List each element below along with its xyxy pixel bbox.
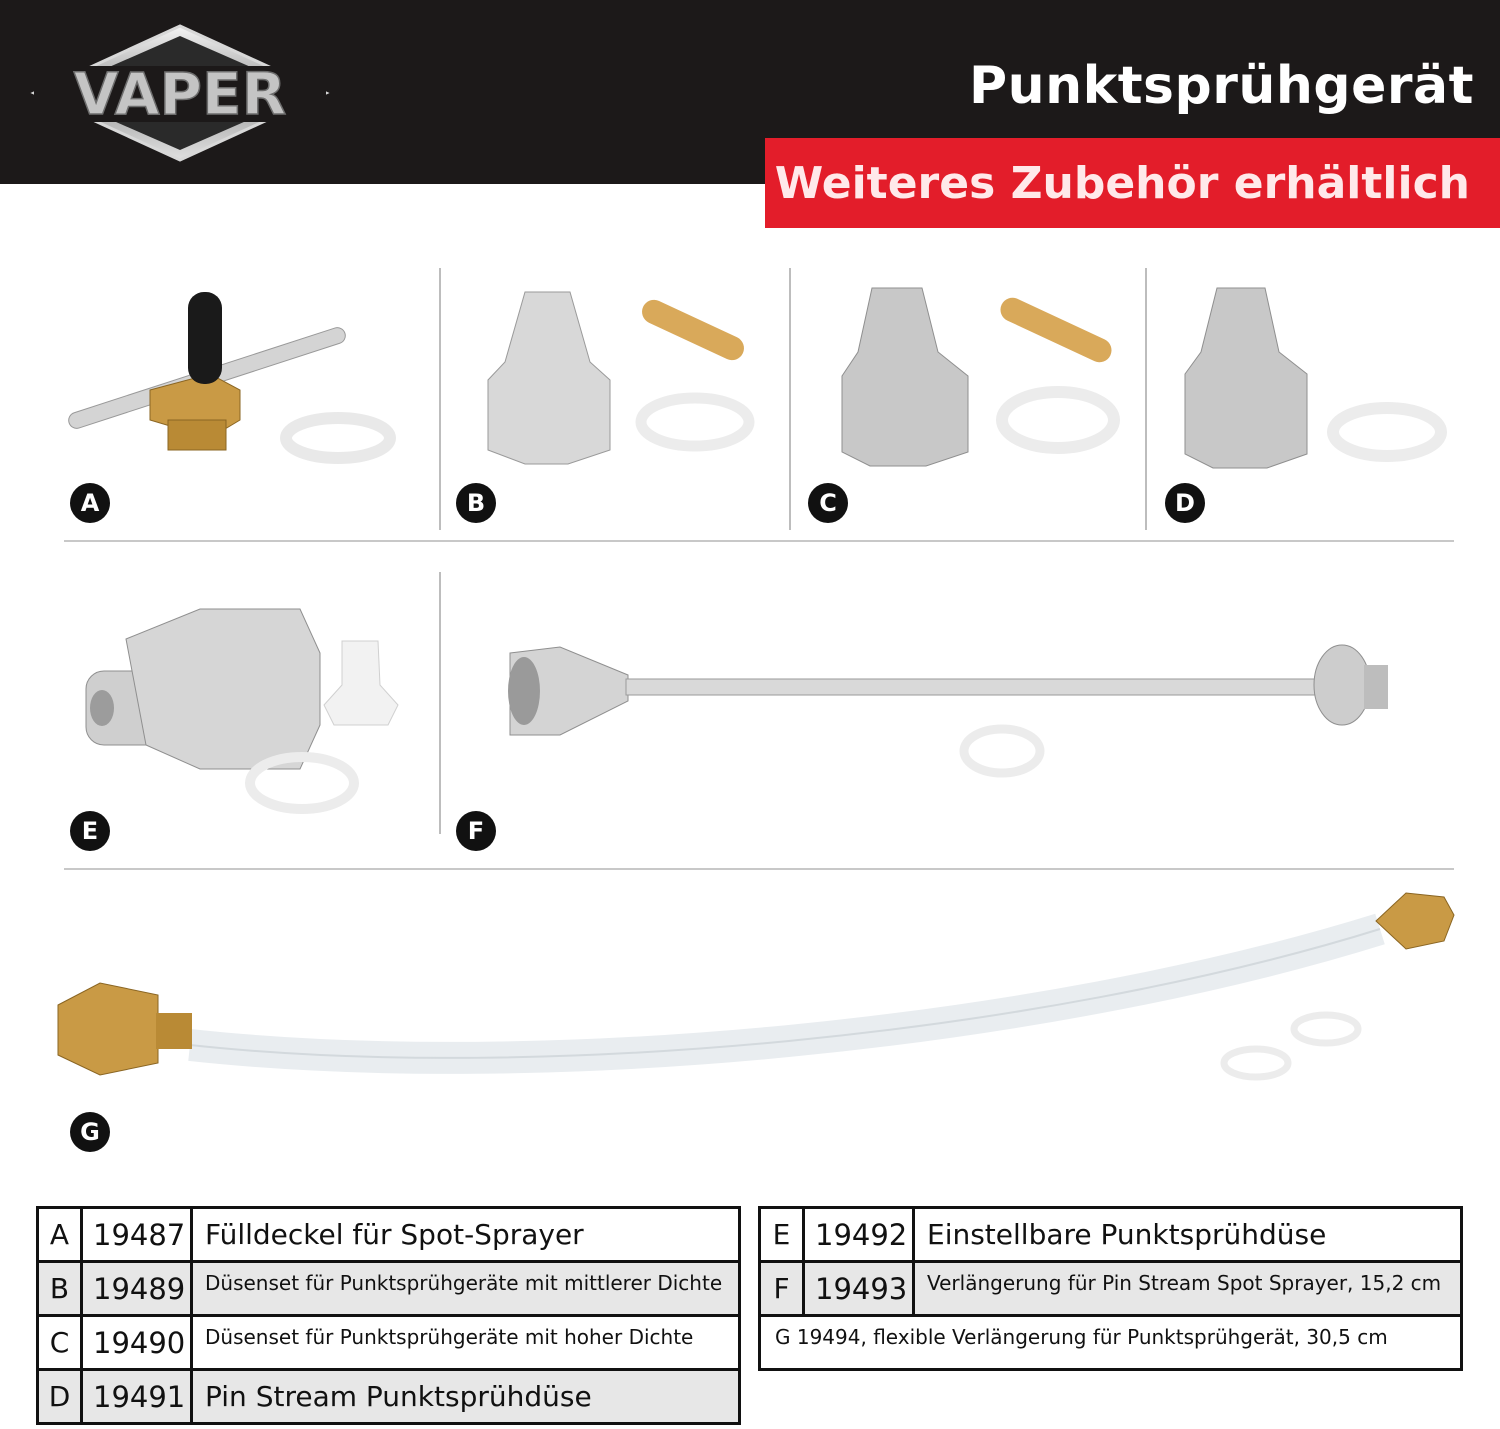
row-number: 19489 [80,1260,193,1317]
table-row: C 19490 Düsenset für Punktsprühgeräte mi… [36,1314,741,1371]
row-description: G 19494, flexible Verlängerung für Punkt… [758,1314,1463,1371]
item-badge: E [70,811,110,851]
item-badge: G [70,1112,110,1152]
product-item-b: B [450,270,780,530]
row-description: Verlängerung für Pin Stream Spot Sprayer… [912,1260,1463,1317]
row-letter: C [36,1314,83,1371]
item-badge: D [1165,483,1205,523]
header-bar: VAPER Punktsprühgerät [0,0,1500,184]
table-row: E 19492 Einstellbare Punktsprühdüse [758,1206,1463,1263]
product-item-f: F [450,575,1460,855]
item-badge: F [456,811,496,851]
table-row: B 19489 Düsenset für Punktsprühgeräte mi… [36,1260,741,1317]
extension-rod-icon [508,644,1388,778]
svg-text:VAPER: VAPER [74,60,287,128]
nozzle-set-medium-icon [487,291,755,465]
row-number: 19487 [80,1206,193,1263]
row-letter: D [36,1368,83,1425]
divider [64,540,1454,542]
row-letter: A [36,1206,83,1263]
flexible-hose-icon [57,892,1455,1081]
item-badge: B [456,483,496,523]
row-number: 19492 [802,1206,915,1263]
accessory-banner-text: Weiteres Zubehör erhältlich [774,158,1470,209]
product-item-g: G [40,885,1470,1155]
item-badge: C [808,483,848,523]
table-row: A 19487 Fülldeckel für Spot-Sprayer [36,1206,741,1263]
vaper-logo-icon: VAPER [30,24,330,162]
nozzle-set-high-icon [841,287,1120,467]
row-description: Düsenset für Punktsprühgeräte mit mittle… [190,1260,741,1317]
row-number: 19490 [80,1314,193,1371]
table-row: G 19494, flexible Verlängerung für Punkt… [758,1314,1463,1371]
table-row: F 19493 Verlängerung für Pin Stream Spot… [758,1260,1463,1317]
product-title: Punktsprühgerät [968,56,1474,116]
divider [439,572,441,834]
divider [1145,268,1147,530]
product-item-e: E [50,575,430,855]
table-row: D 19491 Pin Stream Punktsprühdüse [36,1368,741,1425]
parts-table-right: E 19492 Einstellbare Punktsprühdüse F 19… [758,1206,1463,1371]
row-description: Einstellbare Punktsprühdüse [912,1206,1463,1263]
item-badge: A [70,483,110,523]
pin-stream-nozzle-icon [1184,287,1447,469]
row-description: Düsenset für Punktsprühgeräte mit hoher … [190,1314,741,1371]
adjustable-nozzle-icon [85,608,399,814]
product-item-d: D [1155,270,1465,530]
product-item-c: C [800,270,1140,530]
fill-cap-icon [68,292,396,464]
parts-table-left: A 19487 Fülldeckel für Spot-Sprayer B 19… [36,1206,741,1425]
row-description: Pin Stream Punktsprühdüse [190,1368,741,1425]
product-item-a: A [50,270,430,530]
row-letter: E [758,1206,805,1263]
divider [439,268,441,530]
divider [64,868,1454,870]
row-letter: F [758,1260,805,1317]
row-description: Fülldeckel für Spot-Sprayer [190,1206,741,1263]
row-number: 19493 [802,1260,915,1317]
row-letter: B [36,1260,83,1317]
accessory-banner: Weiteres Zubehör erhältlich [765,138,1500,228]
row-number: 19491 [80,1368,193,1425]
divider [789,268,791,530]
